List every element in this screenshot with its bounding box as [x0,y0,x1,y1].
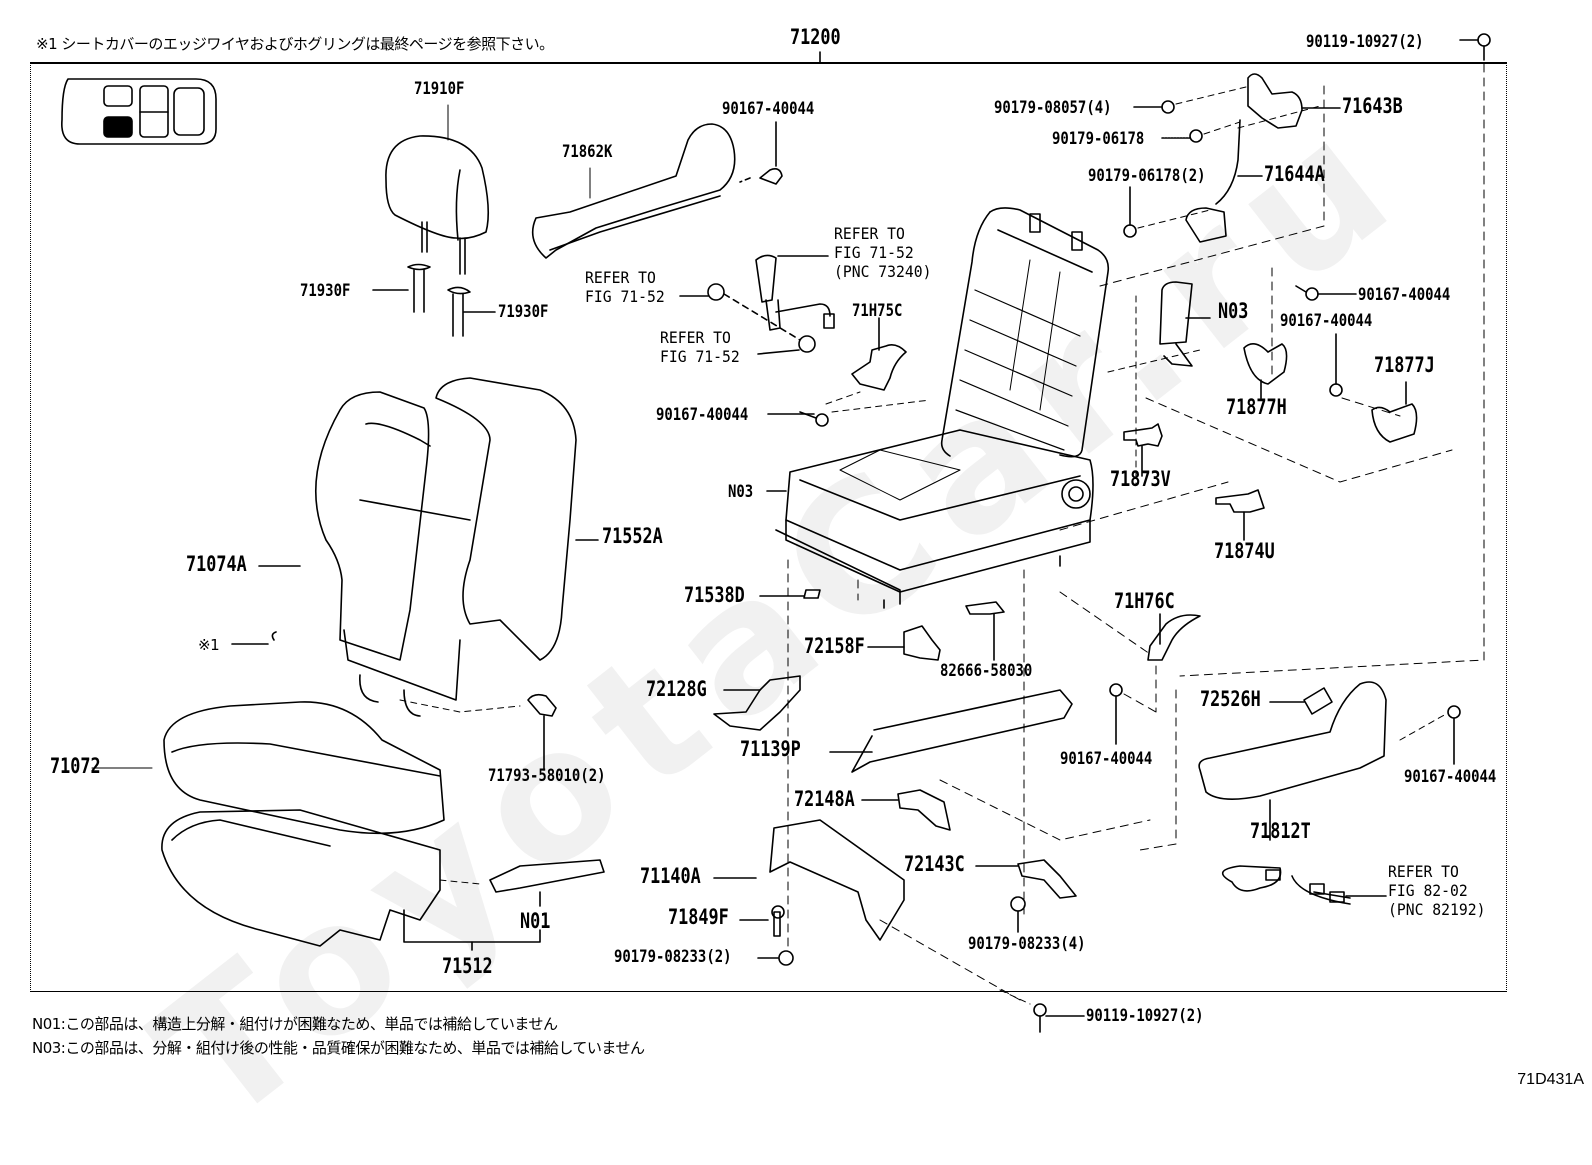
part-label-71H75C[interactable]: 71H75C [852,301,903,321]
refer-fig-82-02-harness[interactable]: REFER TO FIG 82-02 (PNC 82192) [1388,862,1486,919]
part-label-90179-08233-2[interactable]: 90179-08233(2) [614,947,732,967]
refer-fig-71-52-lower[interactable]: REFER TO FIG 71-52 [660,328,740,366]
part-label-71862K[interactable]: 71862K [562,142,613,162]
note-ref1: ※1 シートカバーのエッジワイヤおよびホグリングは最終ページを参照下さい。 [36,35,554,53]
cushion-pad-drawing [161,809,605,951]
part-label-90167-40044-71H76C[interactable]: 90167-40044 [1060,749,1153,769]
part-label-71930F-left[interactable]: 71930F [300,281,351,301]
part-label-72526H[interactable]: 72526H [1200,687,1261,711]
part-label-71873V[interactable]: 71873V [1110,467,1171,491]
part-label-90167-40044-board[interactable]: 90167-40044 [722,99,815,119]
part-label-71812T[interactable]: 71812T [1250,819,1311,843]
exploded-seat-diagram [61,33,1491,1033]
part-label-72128G[interactable]: 72128G [646,677,707,701]
part-label-71930F-right[interactable]: 71930F [498,302,549,322]
part-label-71793-58010[interactable]: 71793-58010(2) [488,766,606,786]
part-label-90179-06178-2[interactable]: 90179-06178(2) [1088,166,1206,186]
side-airbag-drawing [1107,281,1211,485]
seat-frame-drawing [766,207,1110,609]
part-label-71877H[interactable]: 71877H [1226,395,1287,419]
part-label-71H76C[interactable]: 71H76C [1114,589,1175,613]
clip-drawing [231,631,557,771]
part-label-71874U[interactable]: 71874U [1214,539,1275,563]
part-label-90167-40044-71812T[interactable]: 90167-40044 [1404,767,1497,787]
refer-fig-71-52-buckle[interactable]: REFER TO FIG 71-52 (PNC 73240) [834,224,932,281]
seatback-board-drawing [531,121,783,259]
hog-ring-ref-label[interactable]: ※1 [198,636,220,654]
part-label-90179-06178[interactable]: 90179-06178 [1052,129,1145,149]
part-label-71877J[interactable]: 71877J [1374,353,1435,377]
covers-right-drawing [1145,63,1485,677]
armrest-shield-drawing [1198,681,1461,841]
part-label-71072[interactable]: 71072 [50,754,101,778]
part-label-71849F[interactable]: 71849F [668,905,729,929]
bottom-bolt-drawing [999,989,1085,1033]
part-label-71512[interactable]: 71512 [442,954,493,978]
wire-harness-drawing [1222,865,1387,905]
headrest-drawing [372,104,496,337]
part-label-90167-40044-right-mid[interactable]: 90167-40044 [1280,311,1373,331]
shield-71h76c-drawing [1059,591,1201,851]
part-label-90167-40044-right-upper[interactable]: 90167-40044 [1358,285,1451,305]
seat-track-drawing [713,559,1151,1001]
part-label-71644A[interactable]: 71644A [1264,162,1325,186]
part-label-71139P[interactable]: 71139P [740,737,801,761]
brackets-drawing [1059,423,1265,541]
seatback-pad-drawing [435,377,599,661]
screw-frame-left-drawing [767,391,931,427]
part-label-82666-58030[interactable]: 82666-58030 [940,661,1033,681]
part-label-71910F[interactable]: 71910F [414,79,465,99]
note-N03: N03:この部品は、分解・組付け後の性能・品質確保が困難なため、単品では補給して… [32,1039,645,1057]
part-label-71552A[interactable]: 71552A [602,524,663,548]
assembly-number[interactable]: 71200 [790,25,841,49]
part-label-90167-40044-frame[interactable]: 90167-40044 [656,405,749,425]
part-label-90119-10927-bottom[interactable]: 90119-10927(2) [1086,1006,1204,1026]
shield-71h75c-drawing [851,317,907,391]
part-label-N03-frame[interactable]: N03 [728,482,754,502]
top-bolt-drawing [1459,33,1491,61]
part-label-N03-airbag[interactable]: N03 [1218,299,1249,323]
cushion-cover-drawing [91,701,445,835]
part-label-72143C[interactable]: 72143C [904,852,965,876]
part-label-71538D[interactable]: 71538D [684,583,745,607]
seatback-cover-drawing [258,391,471,717]
part-label-72148A[interactable]: 72148A [794,787,855,811]
part-label-N01[interactable]: N01 [520,909,551,933]
recliner-drawing [1099,73,1341,287]
part-label-71643B[interactable]: 71643B [1342,94,1403,118]
part-label-71140A[interactable]: 71140A [640,864,701,888]
seatbelt-buckle-drawing [679,254,835,355]
top-right-bolt-label[interactable]: 90119-10927(2) [1306,32,1424,52]
refer-fig-71-52-upper[interactable]: REFER TO FIG 71-52 [585,268,665,306]
part-label-72158F[interactable]: 72158F [804,634,865,658]
seat-position-locator-icon [61,78,217,145]
part-label-90179-08233-4[interactable]: 90179-08233(4) [968,934,1086,954]
note-N01: N01:この部品は、構造上分解・組付けが困難なため、単品では補給していません [32,1015,558,1033]
diagram-frame [30,62,1507,992]
figure-id: 71D431A [1517,1071,1584,1088]
part-label-90179-08057[interactable]: 90179-08057(4) [994,98,1112,118]
part-label-71074A[interactable]: 71074A [186,552,247,576]
